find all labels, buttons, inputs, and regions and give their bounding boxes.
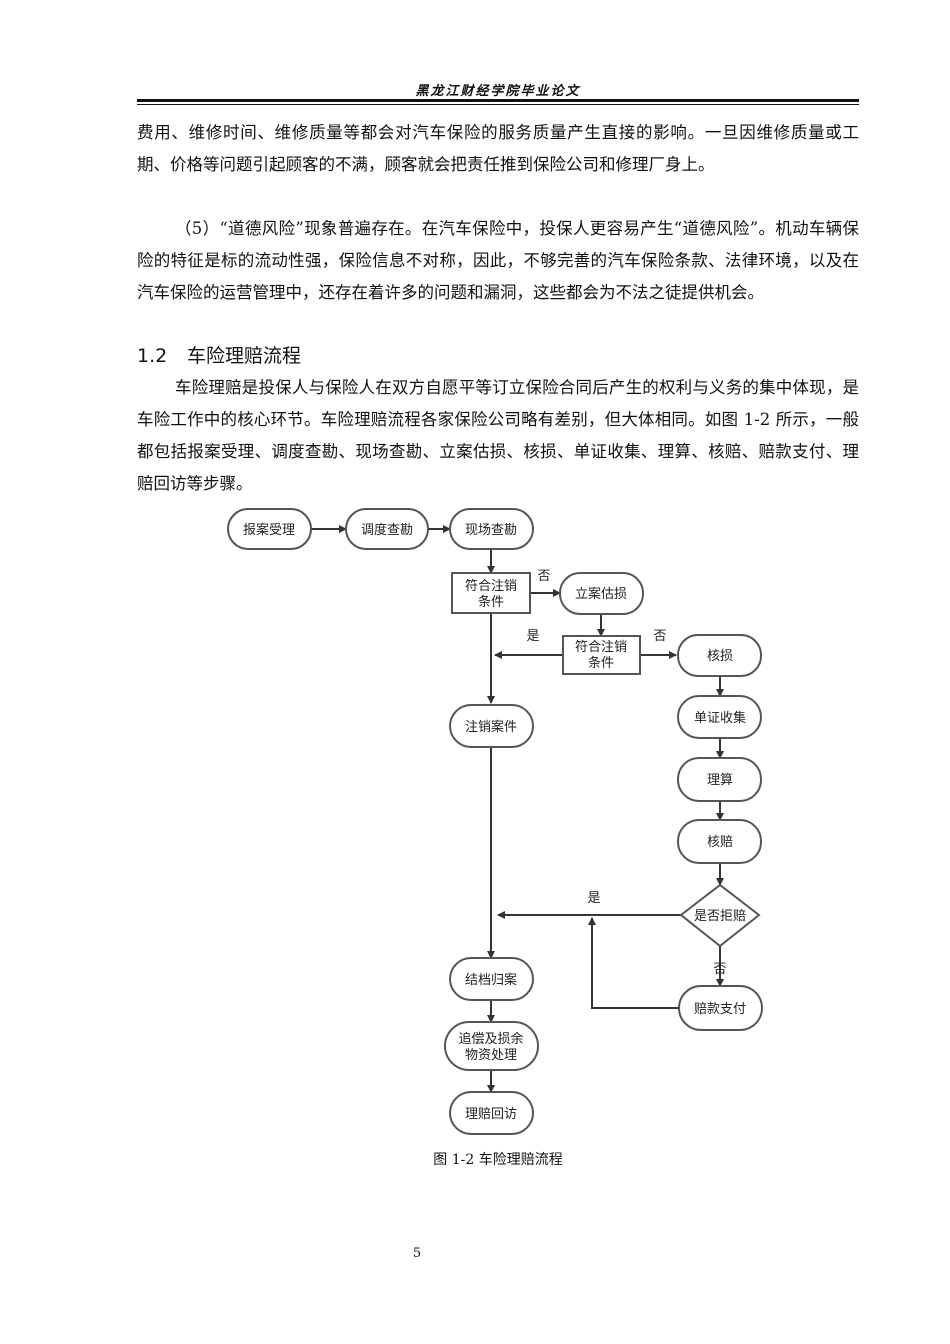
header-rule-thin xyxy=(137,104,859,105)
node-reject-q xyxy=(679,883,761,948)
node-dispatch xyxy=(345,508,429,550)
flowchart-svg: 报案受理 调度查勘 现场查勘 符合注销 条件 立案估损 符合注销 条件 核损 注… xyxy=(227,508,763,1135)
node-approve xyxy=(677,819,762,864)
label-no-2: 否 xyxy=(653,629,666,644)
label-no-3: 否 xyxy=(713,962,726,977)
node-check1-text-1: 符合注销 xyxy=(465,578,517,594)
node-check2-text-2: 条件 xyxy=(588,655,614,671)
node-archive xyxy=(449,957,534,1001)
node-approve-text: 核赔 xyxy=(707,835,733,850)
label-no-1: 否 xyxy=(537,569,550,584)
node-reject-q-text: 是否拒赔 xyxy=(694,909,746,924)
node-calc xyxy=(677,757,762,802)
running-header: 黑龙江财经学院毕业论文 xyxy=(415,84,581,99)
node-docs xyxy=(677,695,762,739)
node-cancel-text: 注销案件 xyxy=(465,720,517,735)
node-check1-text-2: 条件 xyxy=(478,594,504,610)
section-number: 1.2 xyxy=(137,345,168,367)
node-visit-text: 理赔回访 xyxy=(465,1107,517,1122)
node-calc-text: 理算 xyxy=(707,773,733,788)
node-verify xyxy=(677,634,762,677)
node-check2 xyxy=(562,635,641,675)
page-number: 5 xyxy=(412,1246,422,1261)
node-recovery-text-2: 物资处理 xyxy=(465,1048,517,1063)
flowchart-figure: 报案受理 调度查勘 现场查勘 符合注销 条件 立案估损 符合注销 条件 核损 注… xyxy=(208,500,788,1136)
node-payment xyxy=(678,985,763,1031)
node-report-text: 报案受理 xyxy=(243,523,295,538)
node-check1 xyxy=(451,572,531,614)
label-yes-3: 是 xyxy=(587,891,600,906)
paragraph-3: 车险理赔是投保人与保险人在双方自愿平等订立保险合同后产生的权利与义务的集中体现，… xyxy=(137,378,859,493)
node-report xyxy=(227,508,312,550)
node-recovery-text-1: 追偿及损余 xyxy=(458,1031,523,1047)
node-docs-text: 单证收集 xyxy=(694,710,746,726)
node-site-text: 现场查勘 xyxy=(465,523,517,538)
figure-caption: 图 1-2 车险理赔流程 xyxy=(433,1152,563,1168)
node-site xyxy=(449,508,534,550)
arrow-payment-loop xyxy=(588,917,679,1009)
node-visit xyxy=(449,1091,534,1135)
node-check2-text-1: 符合注销 xyxy=(575,639,627,655)
node-cancel xyxy=(449,704,534,748)
node-verify-text: 核损 xyxy=(707,649,733,664)
node-estimate xyxy=(559,572,644,615)
paragraph-1: 费用、维修时间、维修质量等都会对汽车保险的服务质量产生直接的影响。一旦因维修质量… xyxy=(137,123,859,174)
node-recovery xyxy=(444,1021,539,1071)
header-rule-thick xyxy=(137,99,859,102)
node-payment-text: 赔款支付 xyxy=(694,1002,746,1017)
node-archive-text: 结档归案 xyxy=(465,973,517,988)
label-yes-2: 是 xyxy=(526,629,539,644)
section-title: 车险理赔流程 xyxy=(187,345,302,367)
node-estimate-text: 立案估损 xyxy=(575,587,627,602)
paragraph-2: （5）“道德风险”现象普遍存在。在汽车保险中，投保人更容易产生“道德风险”。机动… xyxy=(137,219,859,302)
node-dispatch-text: 调度查勘 xyxy=(361,522,413,538)
section-heading: 1.2 车险理赔流程 xyxy=(137,340,301,372)
